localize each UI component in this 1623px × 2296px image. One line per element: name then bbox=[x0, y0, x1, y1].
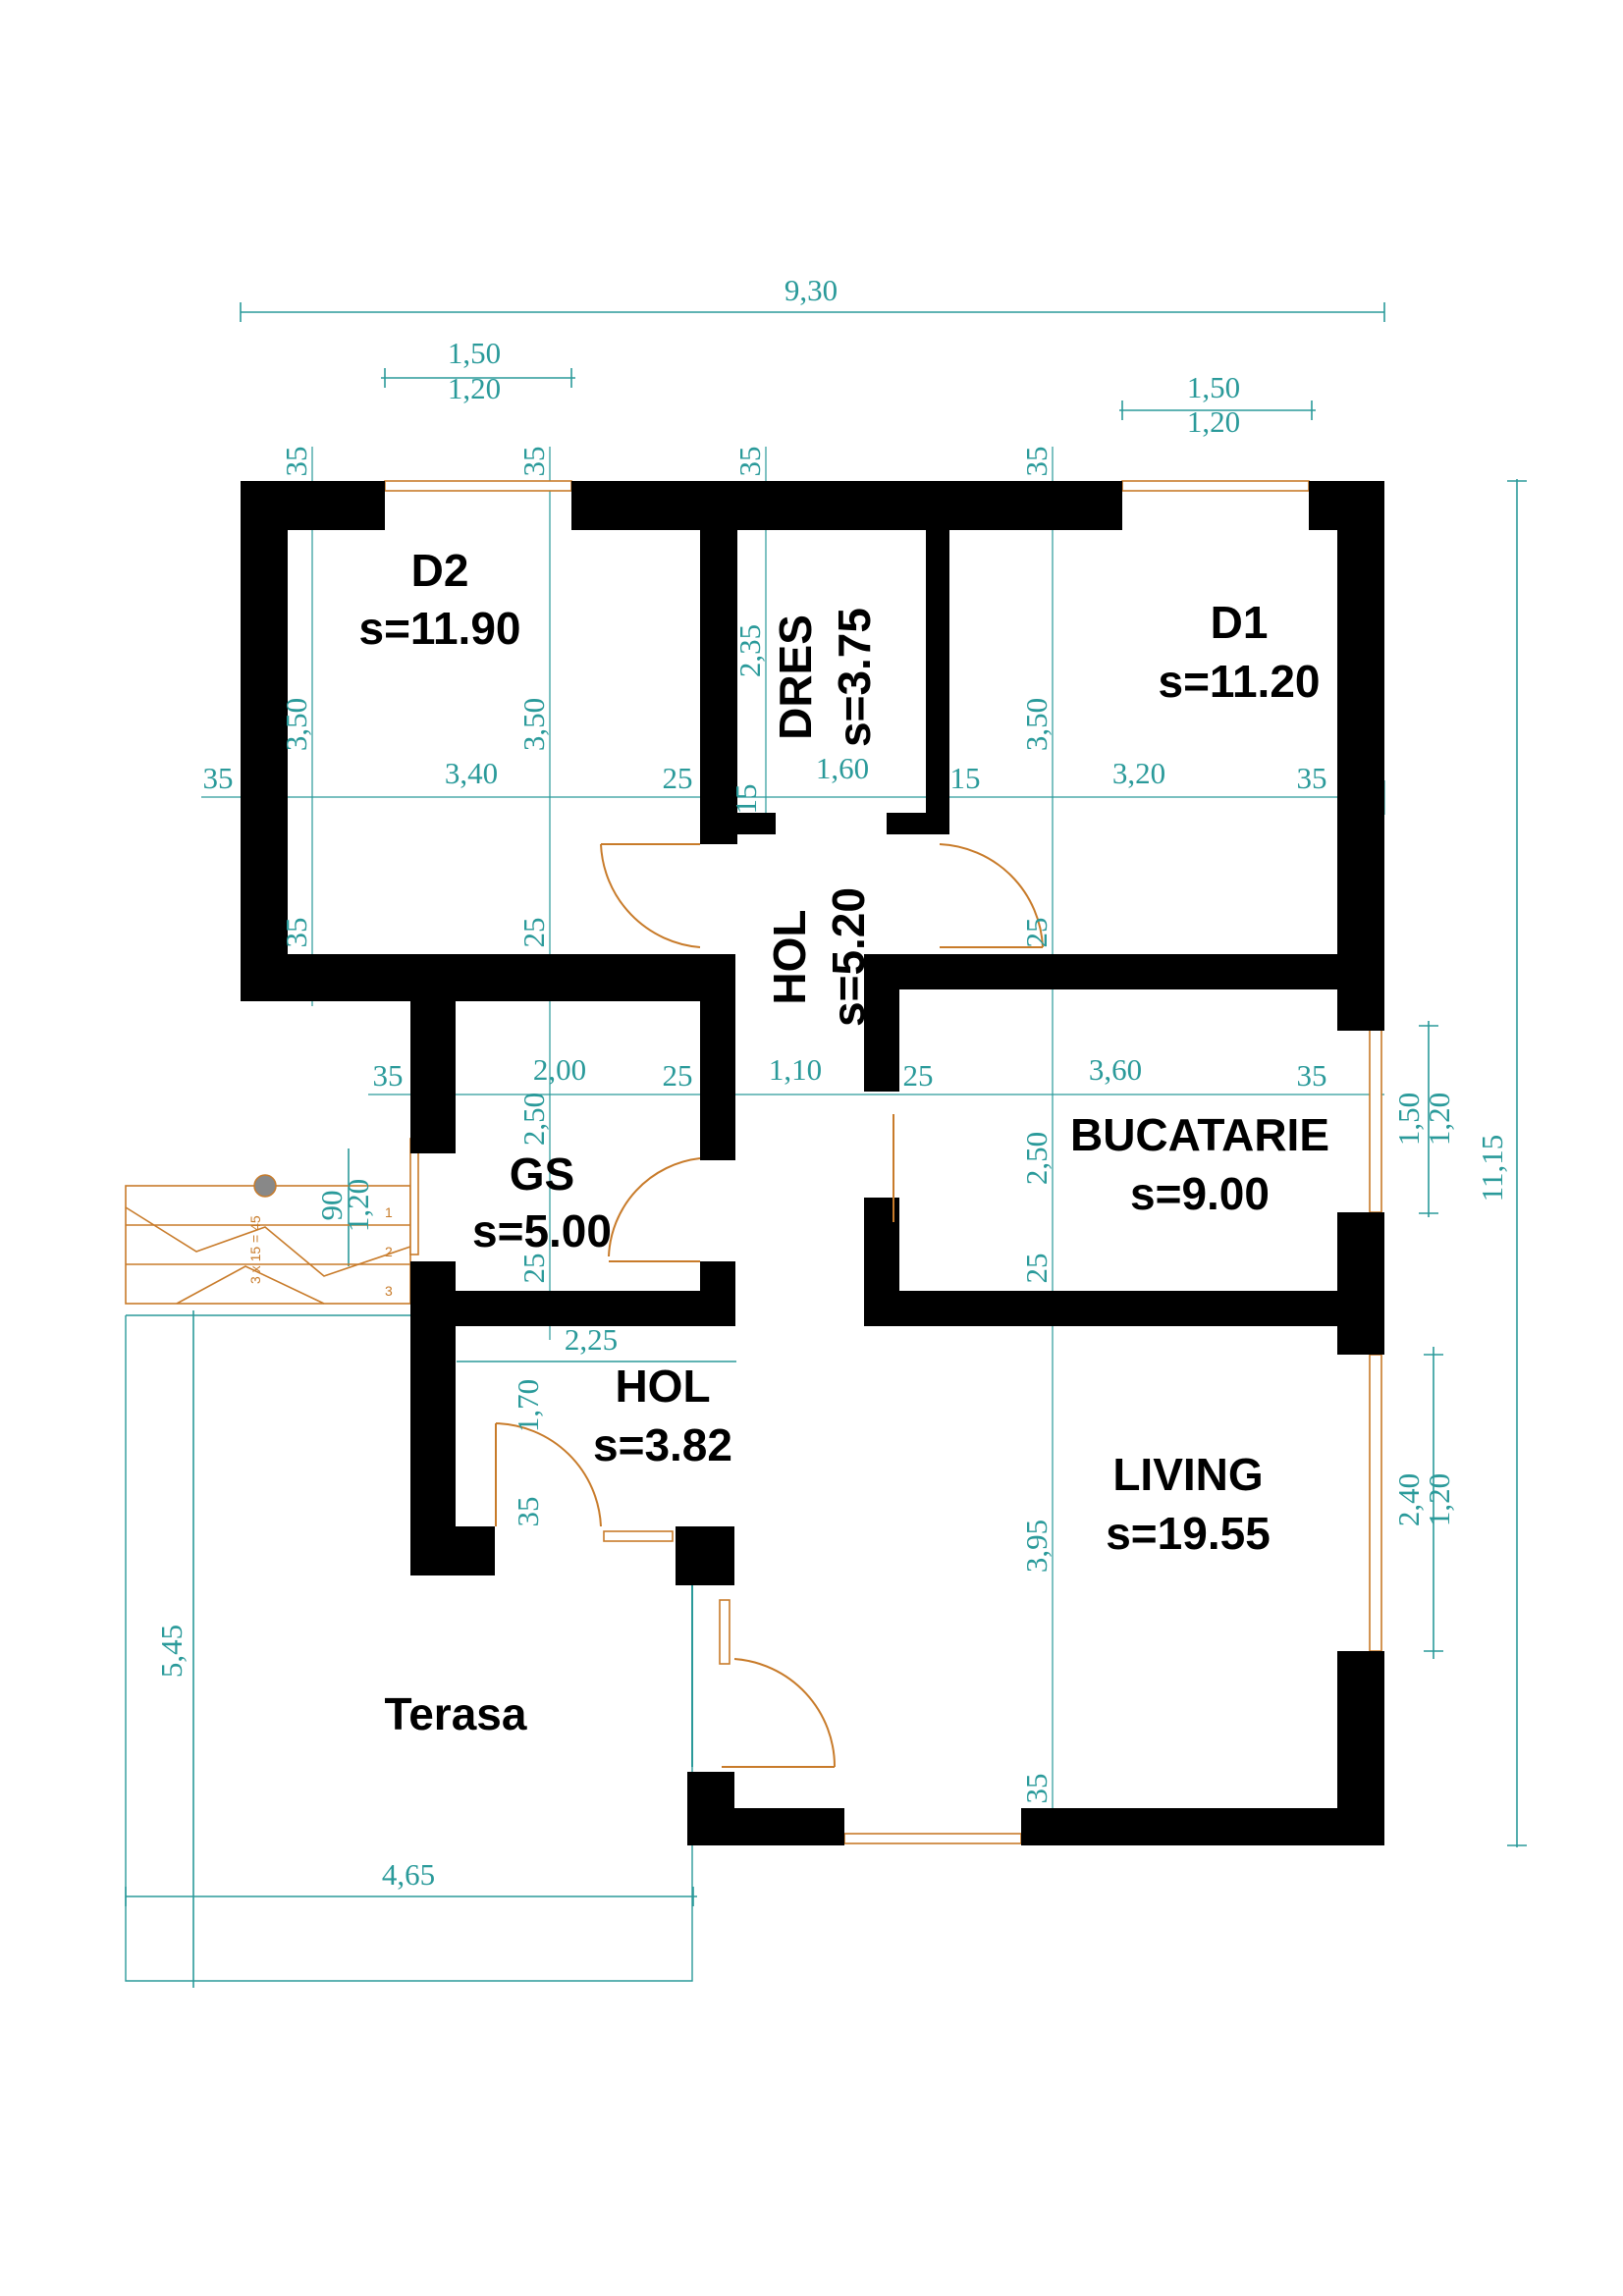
windows bbox=[384, 480, 1382, 1844]
stair-step-1: 1 bbox=[385, 1204, 393, 1220]
dim-win-living-b: 1,20 bbox=[1422, 1473, 1456, 1526]
dim-row1-dres: 1,60 bbox=[816, 751, 869, 785]
dim-row1-right: 35 bbox=[1297, 761, 1327, 795]
dim-mid-25b: 25 bbox=[1019, 918, 1054, 948]
dim-terasa-height: 5,45 bbox=[154, 1625, 189, 1678]
dim-hol-35: 35 bbox=[511, 1497, 545, 1527]
dim-hol-width: 2,25 bbox=[565, 1322, 618, 1357]
room-dres-area: s=3.75 bbox=[829, 608, 880, 747]
window-entry bbox=[719, 1599, 730, 1665]
dim-living-35: 35 bbox=[1019, 1774, 1054, 1804]
window-living-bottom bbox=[843, 1833, 1022, 1844]
dim-d2-height-a: 3,50 bbox=[279, 698, 313, 751]
dim-row2-right: 35 bbox=[1297, 1058, 1327, 1093]
room-hol-entry-name: HOL bbox=[615, 1361, 710, 1412]
dim-row2-buc: 3,60 bbox=[1089, 1052, 1142, 1087]
dim-row2-25b: 25 bbox=[903, 1058, 934, 1093]
dim-terasa-width: 4,65 bbox=[382, 1857, 435, 1892]
room-hol-entry-area: s=3.82 bbox=[593, 1419, 732, 1470]
dim-win-d2-b: 1,20 bbox=[448, 371, 501, 405]
dimension-labels: 9,30 11,15 1,50 1,20 1,50 1,20 35 35 35 … bbox=[154, 273, 1509, 1892]
dim-win-buc-b: 1,20 bbox=[1422, 1093, 1456, 1146]
door-gs bbox=[608, 1157, 701, 1257]
dim-window-gs-a: 90 bbox=[314, 1191, 349, 1221]
dim-row1-left: 35 bbox=[203, 761, 234, 795]
dim-row1-d2: 3,40 bbox=[445, 756, 498, 790]
room-d2-area: s=11.90 bbox=[358, 603, 520, 654]
walls bbox=[241, 481, 1384, 1845]
dim-win-living-a: 2,40 bbox=[1391, 1473, 1426, 1526]
room-d2-name: D2 bbox=[411, 545, 469, 596]
room-bucatarie-name: BUCATARIE bbox=[1070, 1109, 1329, 1160]
dim-gs-height: 2,50 bbox=[516, 1093, 551, 1146]
dim-mid-25a: 25 bbox=[516, 918, 551, 948]
dim-win-d1-a: 1,50 bbox=[1187, 370, 1240, 404]
door-d2 bbox=[600, 843, 701, 948]
doors bbox=[495, 843, 1044, 1768]
room-dres-name: DRES bbox=[770, 614, 821, 740]
dim-row2-25a: 25 bbox=[663, 1058, 693, 1093]
dim-mid-35: 35 bbox=[279, 918, 313, 948]
dim-d2-height-b: 3,50 bbox=[516, 698, 551, 751]
dim-row2-hol: 1,10 bbox=[769, 1052, 822, 1087]
window-d1 bbox=[1121, 480, 1310, 492]
room-d1-area: s=11.20 bbox=[1158, 656, 1320, 707]
stair-step-2: 2 bbox=[385, 1244, 393, 1259]
window-hol bbox=[603, 1530, 674, 1542]
dim-win-buc-a: 1,50 bbox=[1391, 1093, 1426, 1146]
room-gs-name: GS bbox=[510, 1148, 574, 1200]
room-terasa-name: Terasa bbox=[385, 1688, 527, 1739]
window-d2 bbox=[384, 480, 572, 492]
dim-window-gs-b: 1,20 bbox=[341, 1179, 375, 1232]
dim-dres-height: 2,35 bbox=[732, 624, 767, 677]
dim-row1-15a: 15 bbox=[729, 784, 763, 815]
room-d1-name: D1 bbox=[1211, 597, 1269, 648]
room-living-area: s=19.55 bbox=[1106, 1508, 1271, 1559]
door-d1 bbox=[939, 843, 1044, 948]
dim-gs-bottom-b: 25 bbox=[1019, 1254, 1054, 1284]
dim-living-height: 3,95 bbox=[1019, 1520, 1054, 1573]
dim-row1-d1: 3,20 bbox=[1112, 756, 1165, 790]
dim-wall-35-c: 35 bbox=[732, 447, 767, 477]
railing-post-icon bbox=[253, 1174, 277, 1198]
dim-total-width: 9,30 bbox=[784, 273, 838, 307]
room-living-name: LIVING bbox=[1112, 1449, 1263, 1500]
room-hol-name: HOL bbox=[764, 909, 815, 1004]
room-labels: D2 s=11.90 DRES s=3.75 D1 s=11.20 HOL s=… bbox=[358, 545, 1329, 1739]
room-bucatarie-area: s=9.00 bbox=[1130, 1168, 1270, 1219]
dim-total-height: 11,15 bbox=[1475, 1135, 1509, 1202]
dim-wall-35-a: 35 bbox=[279, 447, 313, 477]
dim-row1-25: 25 bbox=[663, 761, 693, 795]
room-hol-area: s=5.20 bbox=[823, 887, 874, 1027]
dim-row2-left: 35 bbox=[373, 1058, 404, 1093]
stair-label: 3 x 15 = 45 bbox=[247, 1215, 263, 1284]
dim-gs-bottom-a: 25 bbox=[516, 1254, 551, 1284]
dim-win-d2-a: 1,50 bbox=[448, 336, 501, 370]
dim-d1-height: 3,50 bbox=[1019, 698, 1054, 751]
dim-wall-35-b: 35 bbox=[516, 447, 551, 477]
dim-row1-15b: 15 bbox=[950, 761, 981, 795]
dimension-lines bbox=[125, 302, 1527, 1988]
dim-wall-35-d: 35 bbox=[1019, 447, 1054, 477]
window-bucatarie bbox=[1369, 1025, 1382, 1213]
door-hol-entry bbox=[495, 1422, 602, 1527]
dim-win-d1-b: 1,20 bbox=[1187, 404, 1240, 439]
dim-hol-height: 1,70 bbox=[511, 1379, 545, 1432]
door-main bbox=[733, 1658, 837, 1768]
stair-step-3: 3 bbox=[385, 1283, 393, 1299]
dim-buc-height: 2,50 bbox=[1019, 1132, 1054, 1185]
room-gs-area: s=5.00 bbox=[472, 1205, 612, 1256]
entrance-stair: 3 x 15 = 45 1 2 3 bbox=[125, 1174, 411, 1305]
window-living bbox=[1369, 1354, 1382, 1652]
dim-row2-gs: 2,00 bbox=[533, 1052, 586, 1087]
window-gs bbox=[409, 1138, 419, 1255]
